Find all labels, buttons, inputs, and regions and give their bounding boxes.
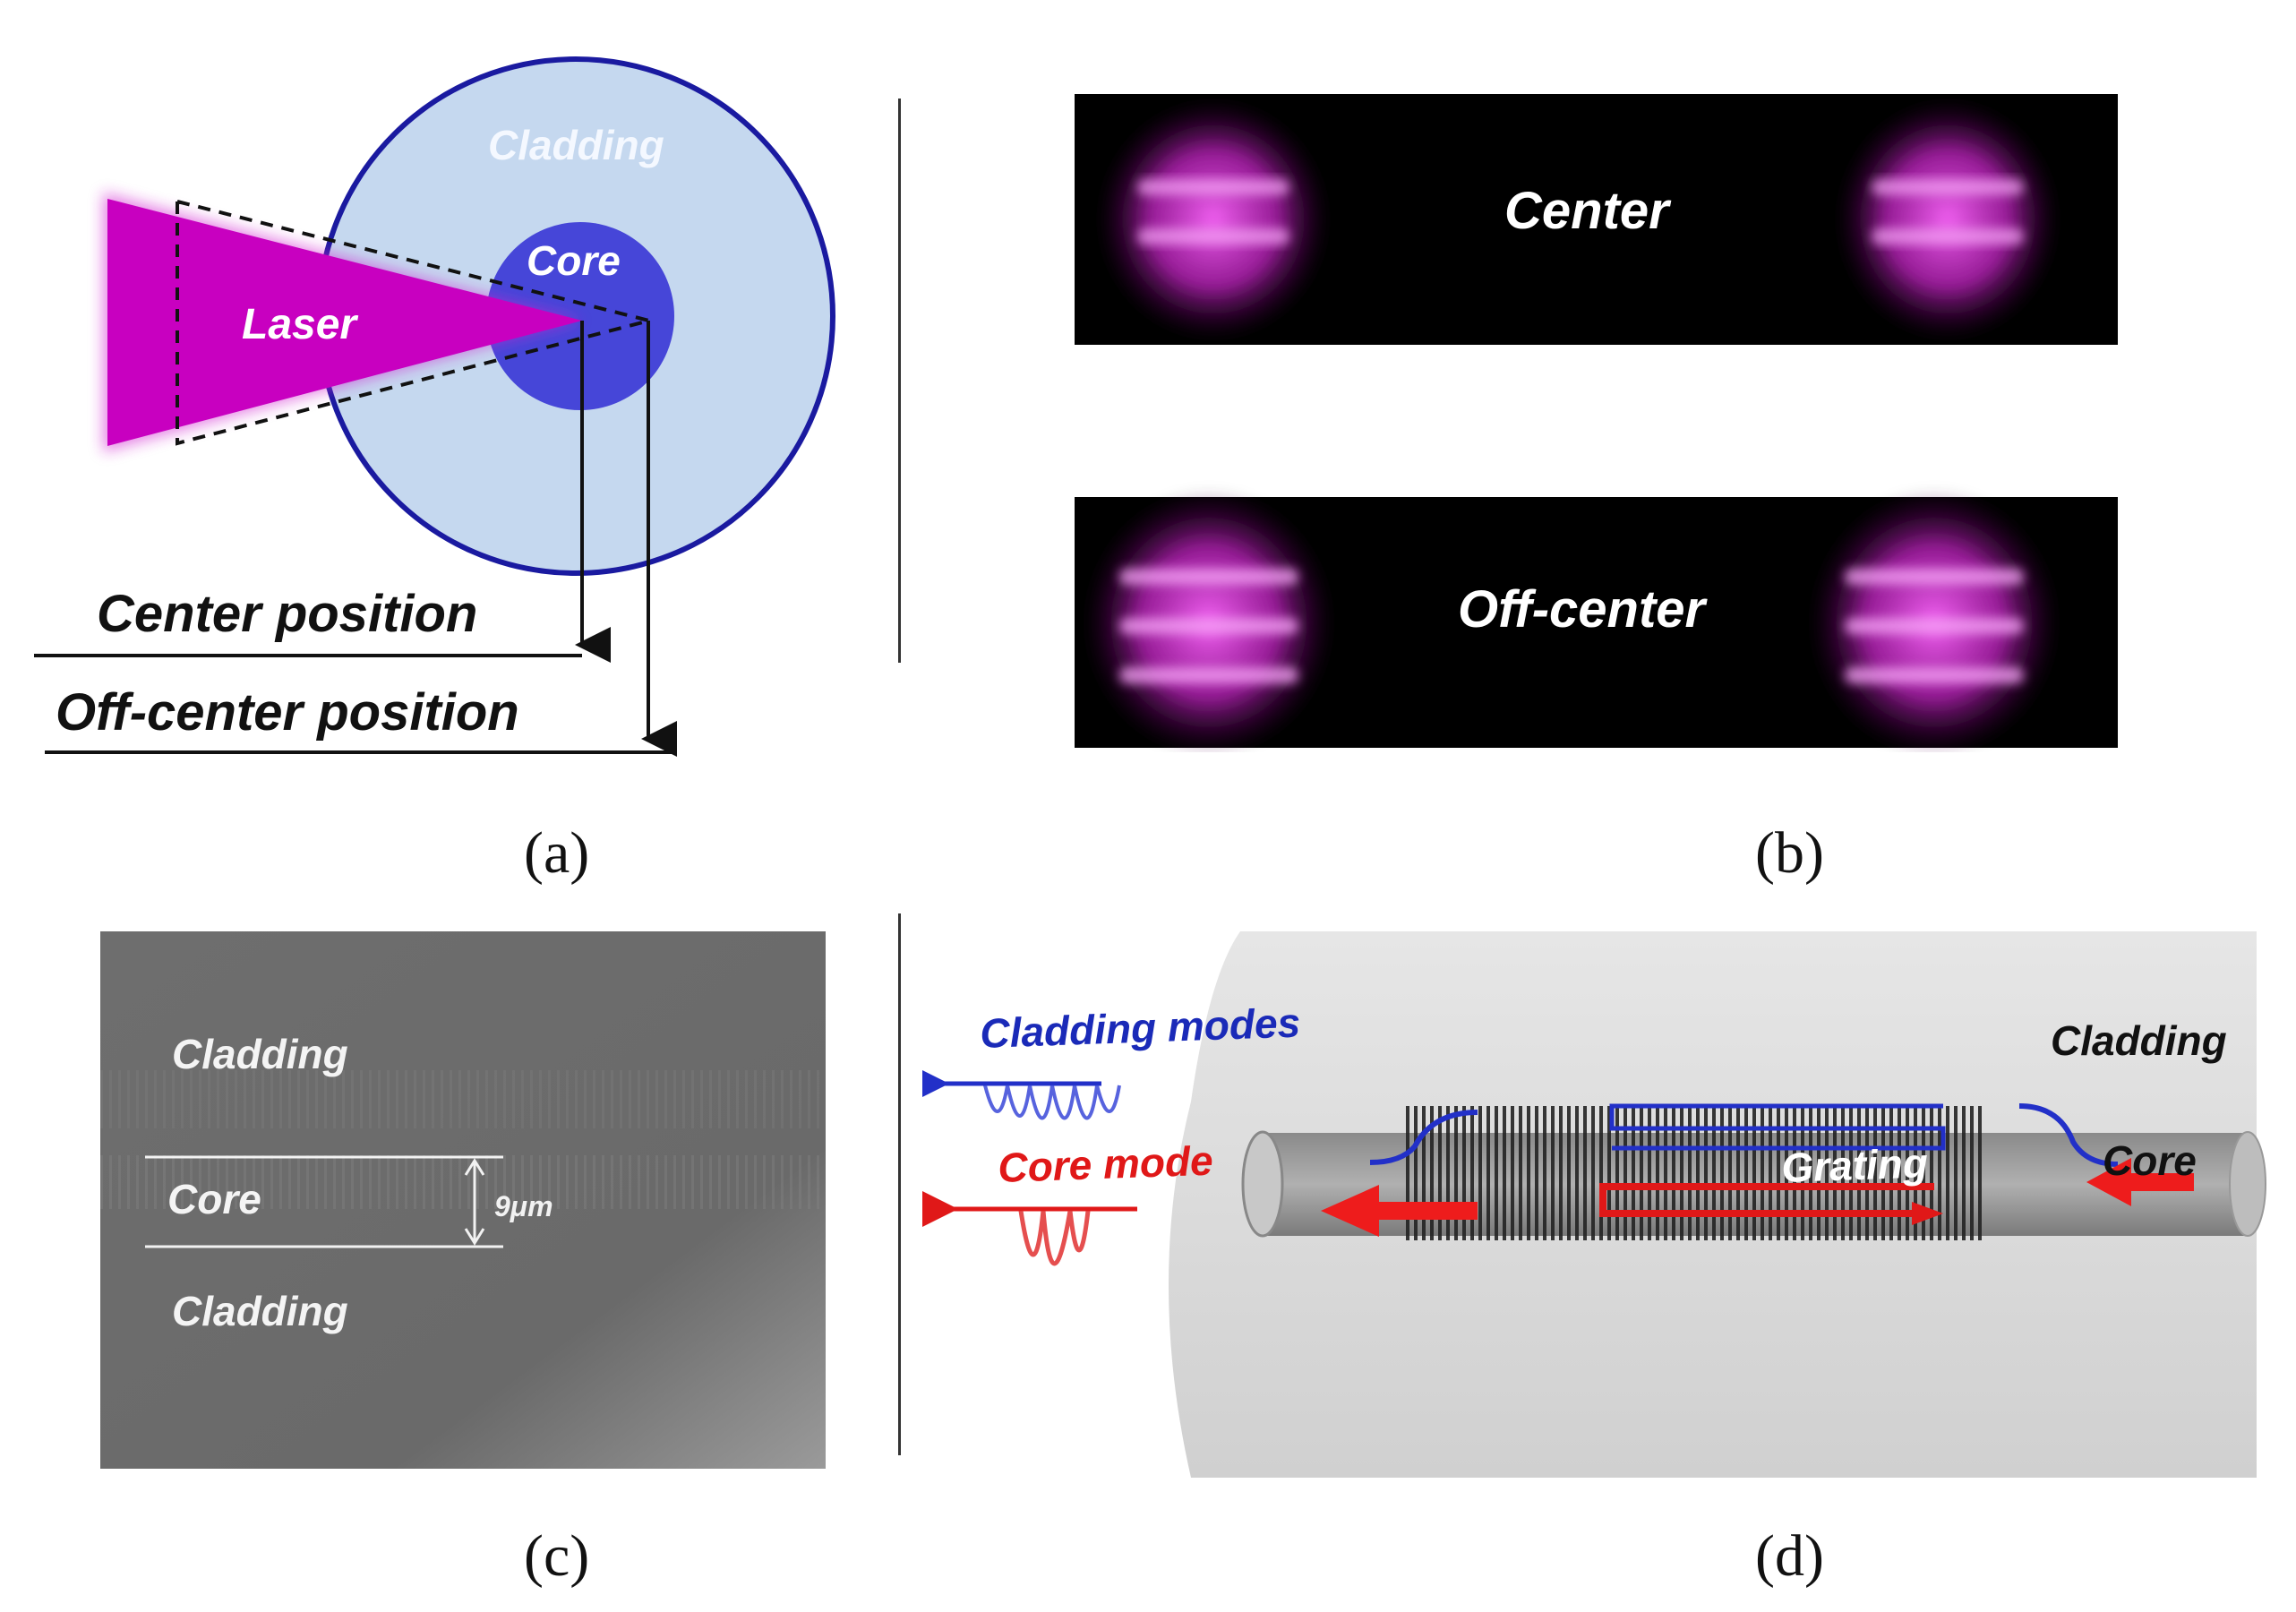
cladding-modes-wave [983, 1085, 1121, 1120]
offcenter-image: Off-center [1075, 488, 2118, 752]
center-position-label: Center position [97, 585, 477, 643]
divider-bottom [898, 913, 901, 1455]
caption-c: (c) [524, 1523, 590, 1589]
core-arrow-left [1321, 1185, 1478, 1237]
panel-c-microscope-image: 9μm Cladding Core Cladding [100, 931, 826, 1469]
core-arrow-right [2086, 1158, 2194, 1206]
grating-label: Grating [1781, 1139, 1929, 1191]
panel-d-grating-schematic: Cladding modes Core mode Cladding Gratin… [922, 931, 2266, 1478]
core-circle [486, 222, 674, 410]
laser-beam [107, 199, 582, 446]
core-mode-label: Core mode [998, 1137, 1214, 1191]
caption-b: (b) [1755, 820, 1824, 886]
off-center-position-label: Off-center position [56, 683, 519, 742]
core-label: Core [167, 1176, 261, 1222]
panel-b-diffraction-images: Center Off-center [1075, 94, 2118, 752]
laser-label: Laser [242, 301, 358, 348]
center-image-label: Center [1504, 182, 1672, 240]
cladding-modes-label: Cladding modes [980, 999, 1301, 1057]
offcenter-image-label: Off-center [1458, 580, 1709, 639]
center-image: Center [1075, 94, 2118, 345]
cladding-label: Cladding [488, 122, 664, 168]
panel-a-fiber-cross-section: Cladding Core Laser Center position Off-… [34, 56, 835, 757]
core-mode-wave [1018, 1210, 1091, 1266]
laser-offset-outline [176, 199, 650, 446]
cladding-bottom-label: Cladding [172, 1288, 348, 1334]
caption-a: (a) [524, 820, 590, 886]
core-width-label: 9μm [494, 1190, 553, 1222]
caption-d: (d) [1755, 1523, 1824, 1589]
cladding-top-label: Cladding [172, 1031, 348, 1077]
divider-top [898, 99, 901, 663]
core-label: Core [527, 237, 621, 284]
cladding-label: Cladding [2051, 1017, 2227, 1064]
core-label: Core [2103, 1137, 2197, 1184]
